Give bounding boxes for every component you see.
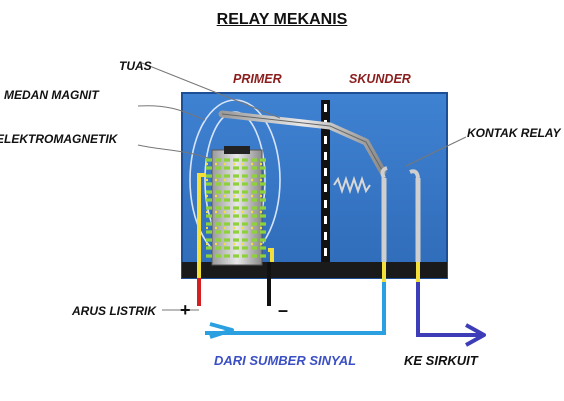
label-elektromagnetik: ELEKTROMAGNETIK — [0, 132, 119, 146]
label-medan-magnit: MEDAN MAGNIT — [4, 88, 100, 102]
label-plus: + — [180, 300, 191, 320]
circuit-wire — [416, 282, 482, 337]
fixed-contact-hook — [409, 169, 420, 179]
leader-elektromagnetik — [137, 144, 209, 159]
label-skunder: SKUNDER — [349, 72, 411, 86]
relay-lever-outline — [221, 113, 384, 173]
coil-windings-yellow — [206, 162, 268, 246]
leader-lines — [137, 62, 467, 311]
movable-contact-hook — [380, 166, 388, 179]
label-ke-sirkuit: KE SIRKUIT — [404, 353, 479, 368]
core-cap — [224, 146, 250, 154]
label-kontak-relay: KONTAK RELAY — [467, 126, 562, 140]
leader-tuas — [141, 62, 281, 119]
coil-lead-left — [197, 173, 206, 262]
signal-arrow — [209, 322, 234, 339]
label-tuas: TUAS — [119, 59, 152, 73]
coil-windings — [206, 158, 268, 258]
label-arus-listrik: ARUS LISTRIK — [71, 304, 157, 318]
signal-wire — [205, 282, 386, 335]
relay-base — [182, 262, 447, 278]
label-primer: PRIMER — [233, 72, 282, 86]
label-minus: – — [278, 300, 288, 320]
leader-kontak-relay — [405, 136, 467, 167]
label-dari-sumber-sinyal: DARI SUMBER SINYAL — [214, 353, 356, 368]
circuit-arrow — [465, 323, 486, 347]
primer-skunder-divider — [321, 100, 330, 262]
coil-lead-right — [268, 248, 274, 262]
leader-medan-magnit — [137, 105, 206, 121]
diagram-title: RELAY MEKANIS — [216, 11, 348, 28]
return-spring — [333, 175, 371, 195]
